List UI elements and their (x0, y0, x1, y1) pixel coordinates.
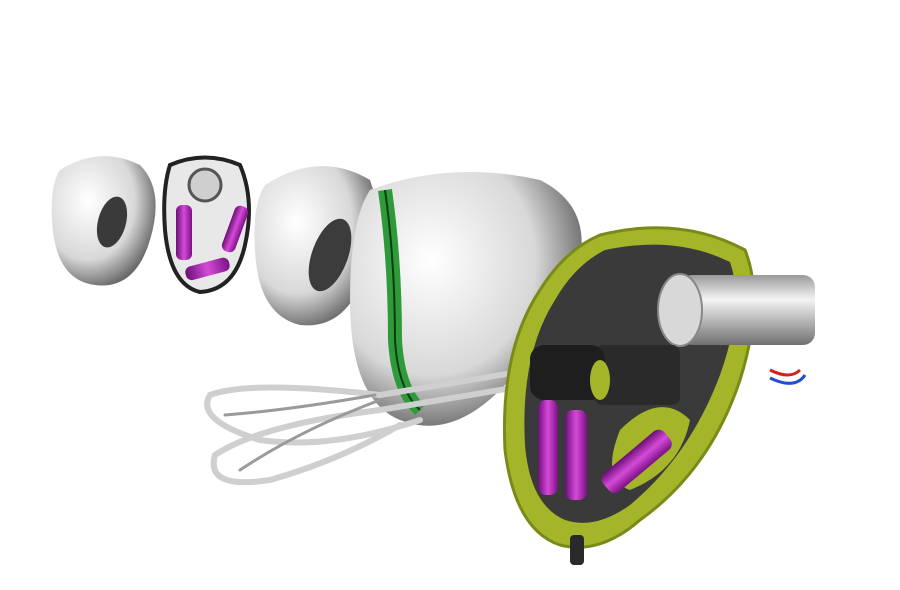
motor (657, 273, 815, 385)
whisk-beaters (204, 367, 533, 486)
bottom-connector (570, 535, 584, 565)
outer-cover-large (254, 166, 377, 326)
gearbox (530, 345, 680, 405)
outer-cover-small (51, 156, 156, 286)
batteries (538, 400, 672, 500)
battery-insert-module (162, 155, 251, 295)
